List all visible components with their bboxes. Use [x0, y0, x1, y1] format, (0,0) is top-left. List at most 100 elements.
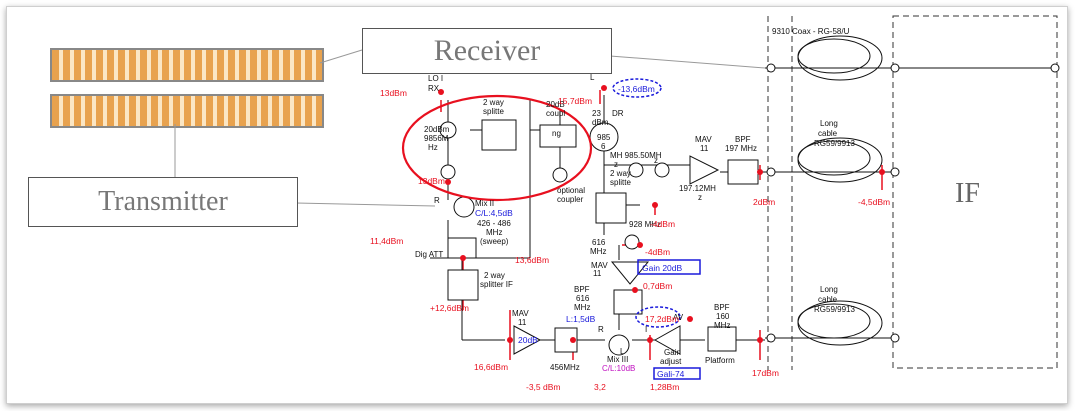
- bpf-label: 616: [576, 294, 590, 303]
- cable-label: Long: [820, 119, 838, 128]
- dro-label: dBm: [592, 118, 609, 127]
- power-level: 13dBm: [418, 176, 445, 186]
- power-level: -4dBm: [645, 247, 670, 257]
- power-level: 0,7dBm: [643, 281, 672, 291]
- power-level: +12,6dBm: [430, 303, 469, 313]
- freq-label: 928 MHz: [629, 220, 661, 229]
- splitter-label: 2 way: [483, 98, 504, 107]
- power-level: 3,2: [594, 382, 606, 392]
- bpf-label: MHz: [574, 303, 590, 312]
- power-level: -4,5dBm: [858, 197, 890, 207]
- platform-label: Platform: [705, 356, 735, 365]
- mixer-label: C/L:4,5dB: [475, 208, 513, 218]
- freq-label: 9856M: [424, 134, 449, 143]
- splitter-label: splitte: [483, 107, 504, 116]
- highlight-ellipse-blue: [612, 78, 662, 98]
- transmitter-block: Transmitter: [28, 177, 298, 227]
- power-level: 11,4dBm: [370, 236, 403, 246]
- power-level: 15,7dBm: [558, 96, 592, 106]
- mixer-label: Mix III: [607, 355, 628, 364]
- mav-label: MAV: [695, 135, 712, 144]
- dro-label: DR: [612, 109, 624, 118]
- receive-antenna-array: [50, 48, 324, 82]
- mav-label: MAV: [591, 261, 608, 270]
- mhz-label: z: [654, 156, 658, 165]
- port-label: R: [434, 196, 440, 205]
- freq-label: MHz: [590, 247, 606, 256]
- connector: [1050, 63, 1060, 73]
- splitter-label: 2 way: [484, 271, 505, 280]
- mixer-label: 426 - 486: [477, 219, 511, 228]
- freq-label: 456MHz: [550, 363, 580, 372]
- cable-label: RG59/9913: [814, 305, 855, 314]
- bpf-label: L:1,5dB: [566, 314, 596, 324]
- rx-label: RX: [428, 84, 440, 93]
- gali-box: [653, 367, 701, 380]
- bpf-label: BPF: [735, 135, 751, 144]
- splitter-label: splitte: [610, 178, 631, 187]
- transmitter-mixer-link: [295, 202, 436, 207]
- cable-label: Long: [820, 285, 838, 294]
- power-level: 13dBm: [380, 88, 407, 98]
- connector: [890, 63, 900, 73]
- highlight-ellipse-blue: [635, 306, 681, 328]
- gain-adjust-label: Gain: [664, 348, 681, 357]
- mixer-label: C/L:10dB: [602, 364, 635, 373]
- cable-coil-bottom-inner: [797, 303, 871, 339]
- highlight-ellipse-red: [401, 94, 593, 202]
- mav-label: AV: [673, 313, 684, 322]
- cable-coil-top-inner: [797, 38, 871, 74]
- connector: [766, 167, 776, 177]
- connector: [766, 63, 776, 73]
- bpf-label: BPF: [714, 303, 730, 312]
- power-level: 17dBm: [752, 368, 779, 378]
- cable-label-top: 9310 Coax - RG-58/U: [772, 27, 850, 36]
- receiver-coax-link: [609, 55, 766, 69]
- mixer-label: (sweep): [480, 237, 509, 246]
- freq-label: Hz: [428, 143, 438, 152]
- gain-label: 20dB: [518, 335, 538, 345]
- cable-coil-mid-inner: [797, 140, 871, 176]
- cable-label: cable: [818, 295, 838, 304]
- gain-box: [637, 259, 701, 275]
- connector: [890, 333, 900, 343]
- dro-label: 985: [597, 133, 611, 142]
- power-level: -4dBm: [650, 219, 675, 229]
- coupler-label: coupler: [557, 195, 584, 204]
- cable-label: cable: [818, 129, 838, 138]
- bpf-label: 160: [716, 312, 730, 321]
- mixer-label: MHz: [486, 228, 502, 237]
- transmit-antenna-array: [50, 94, 324, 128]
- freq-label: z: [698, 193, 702, 202]
- dro-label: 23: [592, 109, 601, 118]
- if-block-label: IF: [955, 178, 980, 209]
- lo-label: LO I: [428, 74, 443, 83]
- if-block-outline: [892, 15, 1058, 369]
- bpf-label: BPF: [574, 285, 590, 294]
- power-level: 1,28Bm: [650, 382, 679, 392]
- cable-label: RG59/9913: [814, 139, 855, 148]
- mhz-label: MH 985.50MH: [610, 151, 662, 160]
- freq-label: 20dBm: [424, 125, 450, 134]
- splitter-label: 2 way: [610, 169, 631, 178]
- gali-label: Gali-74: [657, 369, 685, 379]
- mhz-label: z: [614, 160, 618, 169]
- power-level: -3,5 dBm: [526, 382, 561, 392]
- mav-label: 11: [700, 144, 709, 153]
- power-level: -13,6dBm: [618, 84, 655, 94]
- coupler-label: ng: [552, 129, 561, 138]
- port-label: L: [620, 347, 625, 356]
- connector: [766, 333, 776, 343]
- power-level: 16,6dBm: [474, 362, 508, 372]
- mixer-label: Mix II: [475, 199, 494, 208]
- port-label: R: [598, 325, 604, 334]
- power-level: 2dBm: [753, 197, 775, 207]
- attenuator-label: Dig ATT: [415, 250, 443, 259]
- coupler-label: coupl: [546, 109, 565, 118]
- gain-adjust-label: adjust: [660, 357, 682, 366]
- receiver-block: Receiver: [362, 28, 612, 74]
- coupler-label: 20dB: [546, 100, 565, 109]
- freq-label: 616: [592, 238, 606, 247]
- port-label: I: [645, 325, 647, 334]
- bpf-label: 197 MHz: [725, 144, 757, 153]
